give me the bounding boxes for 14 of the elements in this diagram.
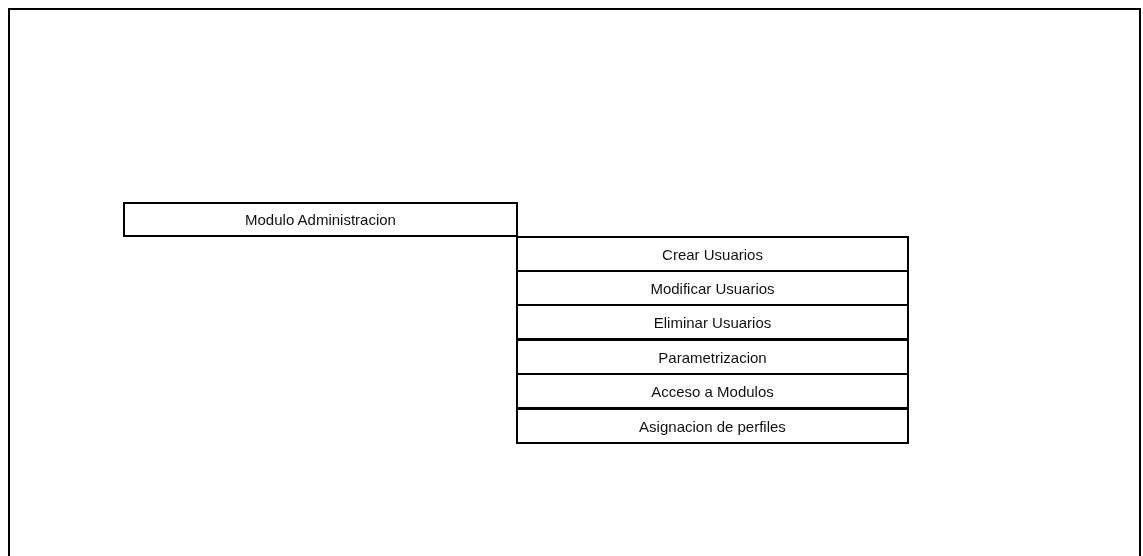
function-box — [516, 304, 909, 340]
box-label: Acceso a Modulos — [651, 382, 774, 400]
function-box — [516, 236, 909, 272]
function-box — [516, 408, 909, 444]
box-label: Modulo Administracion — [245, 211, 396, 228]
box-label: Eliminar Usuarios — [653, 313, 772, 331]
module-box — [123, 202, 518, 237]
box-label: Parametrizacion — [658, 348, 767, 366]
box-label: Modificar Usuarios — [650, 279, 775, 297]
box-label: Asignacion de perfiles — [639, 417, 786, 435]
function-box — [516, 373, 909, 409]
function-box — [516, 270, 909, 306]
box-label: Crear Usuarios — [662, 245, 763, 263]
function-box — [516, 339, 909, 375]
